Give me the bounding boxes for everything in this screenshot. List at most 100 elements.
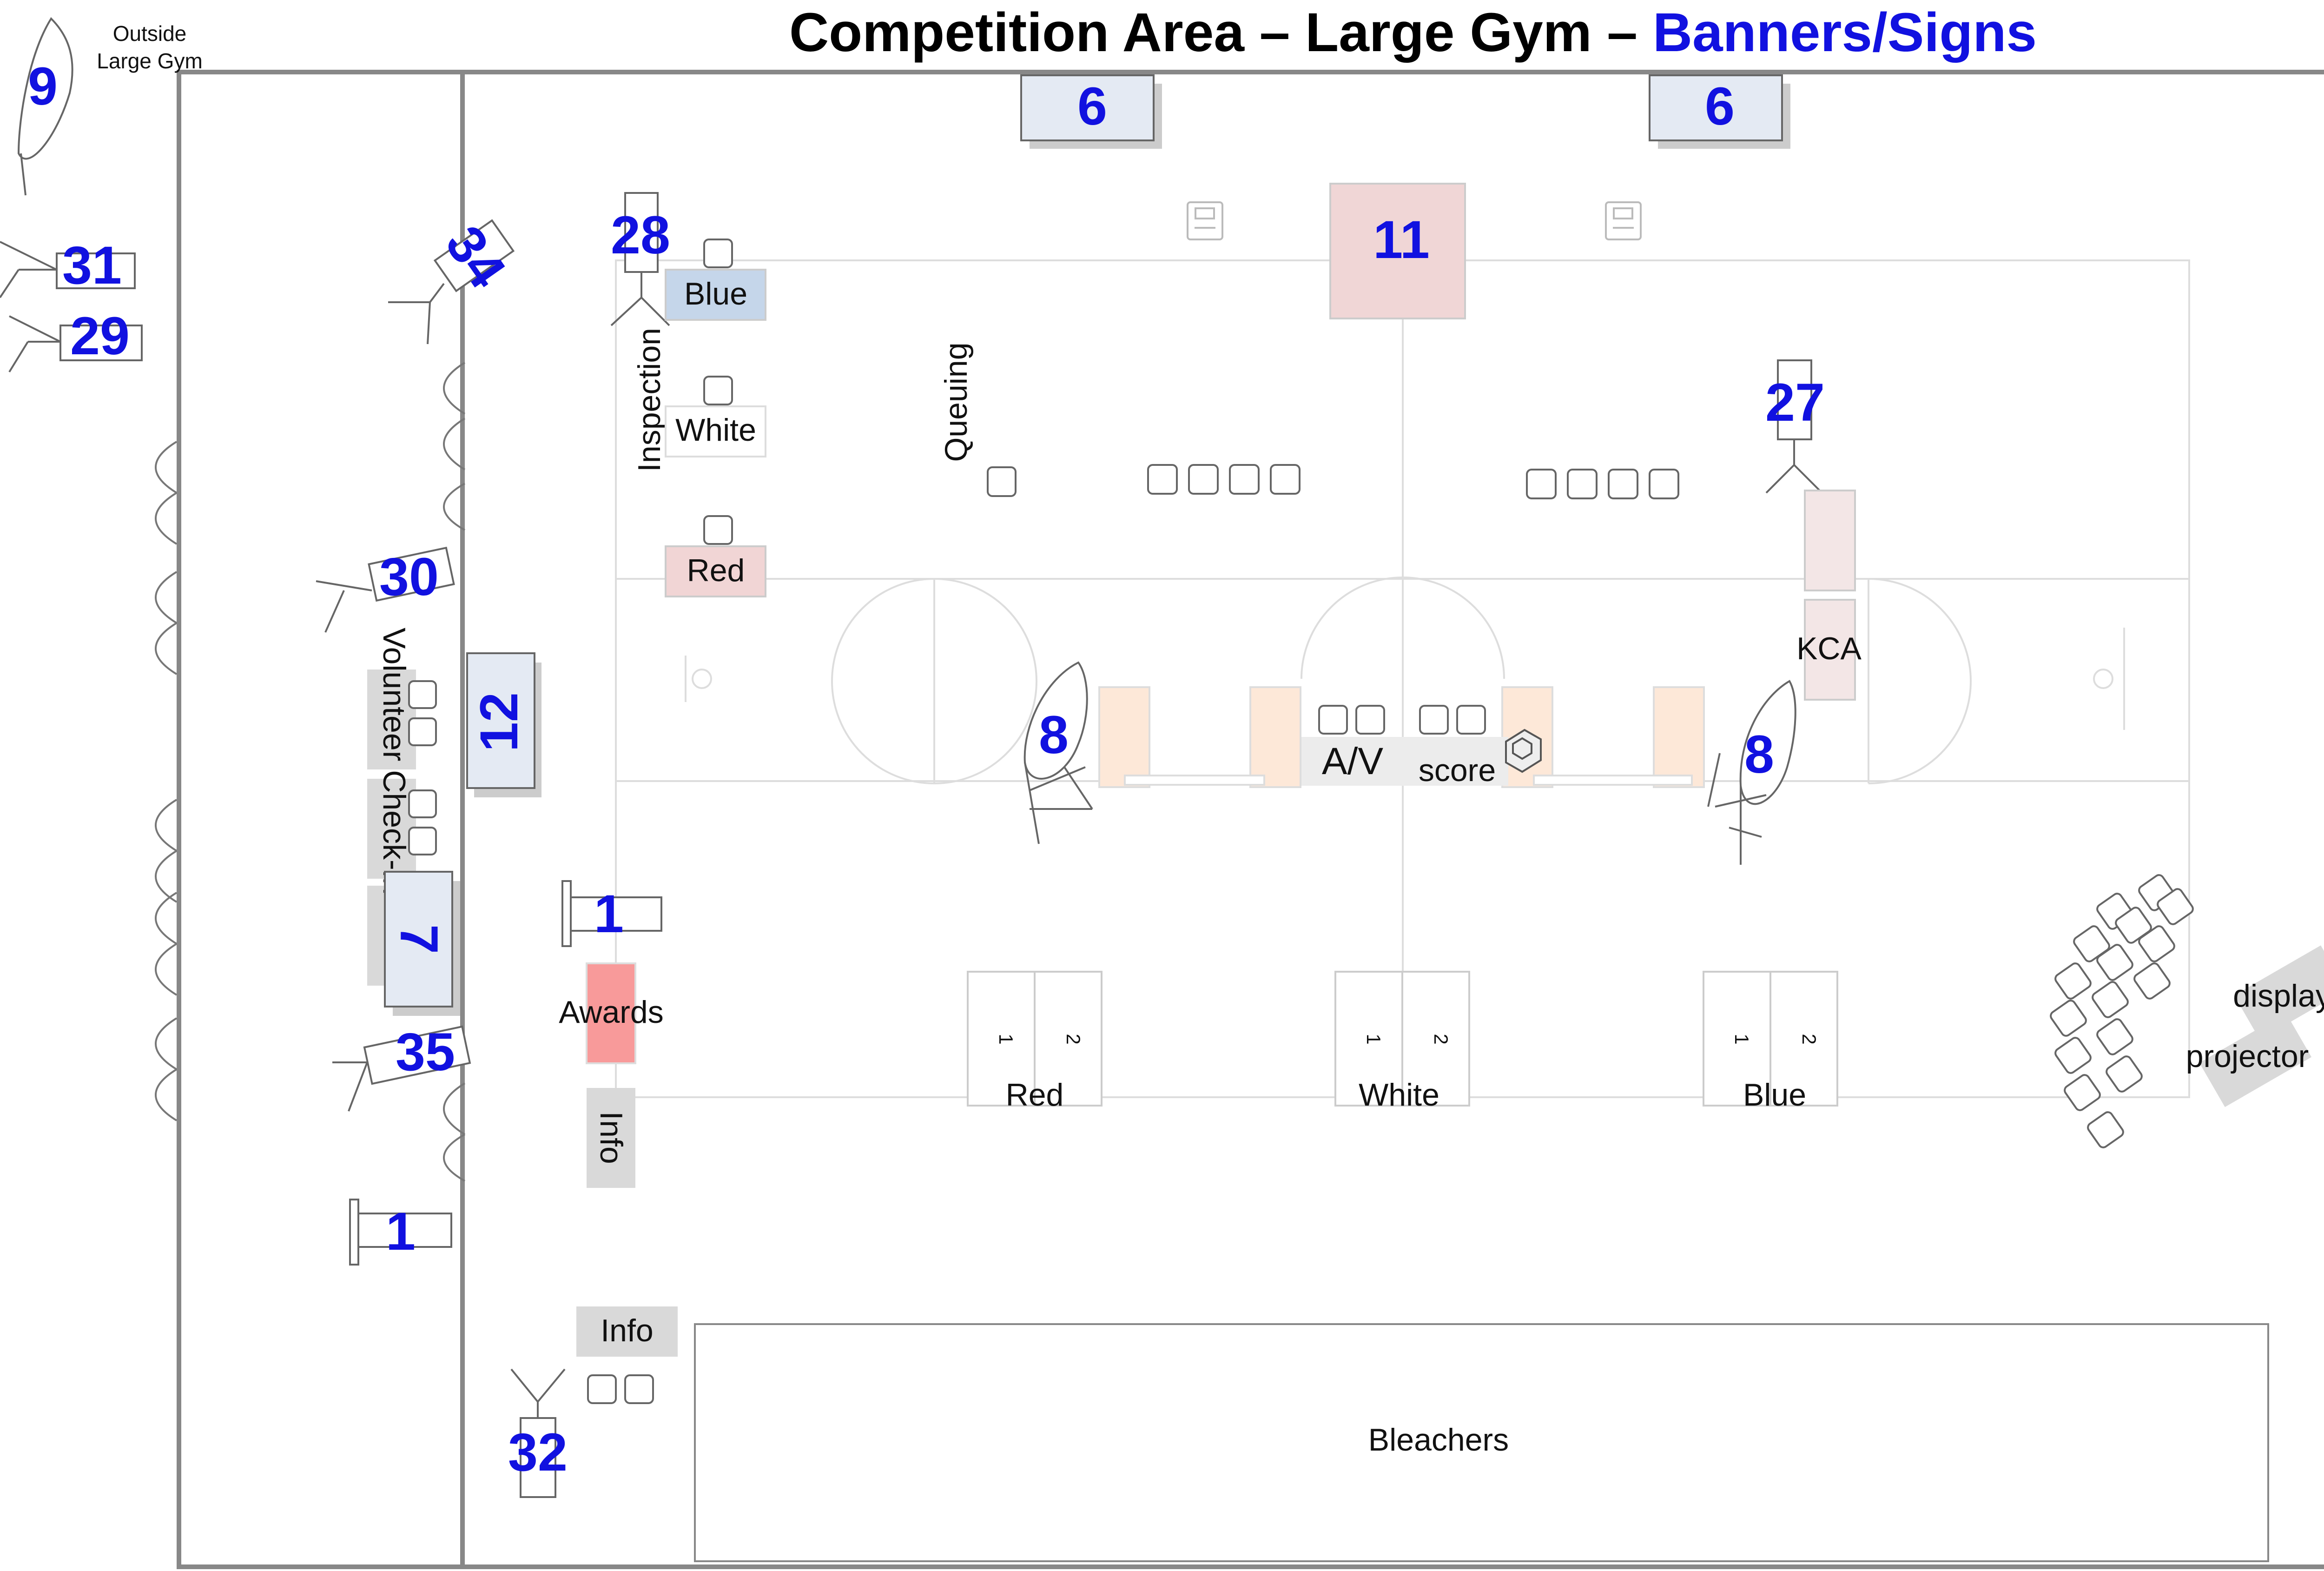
audience-chair <box>2092 981 2129 1018</box>
field-red-label: Red <box>1006 1077 1064 1113</box>
outside-label-line1: Outside <box>113 21 187 46</box>
field-white: 1 2 White <box>1334 971 1470 1113</box>
field-white-label: White <box>1359 1077 1439 1113</box>
audience-chair <box>2054 1037 2092 1074</box>
balloon-string <box>20 153 26 196</box>
banner-11-number: 11 <box>1373 210 1430 270</box>
inspection-red: Red <box>665 545 766 597</box>
sign-30: 30 <box>316 546 455 633</box>
inspection-label: Inspection <box>632 328 667 472</box>
audience-chair <box>2064 1074 2101 1111</box>
sign-12: 12 <box>466 652 541 797</box>
sign-12-number: 12 <box>469 692 529 752</box>
sign-34: 34 <box>388 216 517 345</box>
sign-28-number: 28 <box>611 205 670 265</box>
banner-11: 11 <box>1329 183 1466 319</box>
info-table-bottom: Info <box>576 1306 678 1357</box>
audience-chairs <box>2050 874 2194 1148</box>
queuing-chairs <box>987 464 1679 499</box>
sign-1-awards: 1 <box>561 880 662 947</box>
banner-6-left: 6 <box>1020 74 1162 149</box>
display-label: display <box>2233 978 2324 1014</box>
kca-table: KCA <box>1796 490 1862 701</box>
banner-6-right-number: 6 <box>1705 77 1735 136</box>
audience-chair <box>2096 944 2133 981</box>
computer-icon <box>1505 729 1542 773</box>
volunteer-check-in-label: Volunteer Check-in <box>376 628 412 895</box>
sign-27: 27 <box>1765 359 1825 494</box>
av-label: A/V <box>1322 740 1383 782</box>
sign-28: 28 <box>610 192 670 326</box>
sign-35: 35 <box>332 1022 471 1112</box>
banner-6-left-number: 6 <box>1077 77 1107 136</box>
sign-27-number: 27 <box>1765 373 1825 432</box>
sign-1-corridor-number: 1 <box>386 1202 416 1261</box>
floor-symbols <box>1187 201 1642 240</box>
inspection-chairs <box>703 239 733 545</box>
balloon-shape <box>17 17 73 160</box>
field-blue-label: Blue <box>1743 1077 1806 1113</box>
inspection-white: White <box>665 405 766 457</box>
field-blue-pit-1: 1 <box>1731 1034 1753 1044</box>
sign-1-corridor: 1 <box>349 1199 452 1266</box>
audience-chair <box>2050 1000 2087 1037</box>
outside-label-line2: Large Gym <box>97 49 203 73</box>
bleachers: Bleachers <box>694 1323 2269 1562</box>
inspection-blue: Blue <box>665 269 766 321</box>
title-accent: Banners/Signs <box>1653 2 2037 63</box>
info-bottom-label: Info <box>601 1313 653 1348</box>
audience-chair <box>2133 962 2171 1000</box>
field-white-pit-1: 1 <box>1363 1034 1385 1044</box>
driver-stations <box>1098 686 1705 788</box>
projector: projector <box>2186 1013 2312 1107</box>
sign-29-number: 29 <box>70 306 130 366</box>
sign-8-right-number: 8 <box>1744 725 1774 784</box>
awards-table: Awards <box>559 962 664 1064</box>
audience-chair <box>2054 962 2092 1000</box>
av-score-table: A/V score <box>1301 737 1508 788</box>
inspection-white-label: White <box>675 412 756 448</box>
corridor-doors-left <box>155 441 178 1121</box>
field-red: 1 2 Red <box>967 971 1103 1113</box>
balloon-shape <box>1023 661 1088 780</box>
audience-chair <box>2096 1018 2133 1055</box>
audience-chair <box>2138 925 2175 962</box>
field-white-pit-2: 2 <box>1430 1034 1452 1044</box>
field-red-pit-1: 1 <box>995 1034 1017 1044</box>
sign-31-number: 31 <box>62 236 122 295</box>
inspection-blue-label: Blue <box>684 276 747 312</box>
sign-8-right: 8 <box>1707 680 1796 865</box>
sign-7-number: 7 <box>389 924 449 954</box>
awards-label: Awards <box>559 994 664 1030</box>
sign-31: 31 <box>0 236 136 298</box>
sign-29: 29 <box>8 306 143 373</box>
kca-label: KCA <box>1796 631 1862 666</box>
info-chairs <box>587 1374 654 1404</box>
display-screen: display <box>2233 945 2324 1040</box>
sign-34-number: 34 <box>434 216 517 298</box>
field-red-pit-2: 2 <box>1063 1034 1084 1044</box>
sign-32: 32 <box>508 1368 568 1498</box>
queuing-label: Queuing <box>938 342 974 462</box>
sign-32-number: 32 <box>508 1423 568 1482</box>
field-blue: 1 2 Blue <box>1703 971 1838 1113</box>
info-vertical-label: Info <box>594 1111 629 1164</box>
bleachers-label: Bleachers <box>1368 1422 1509 1458</box>
projector-label: projector <box>2186 1039 2309 1074</box>
gym-walls <box>177 70 2324 1569</box>
audience-chair <box>2157 888 2194 925</box>
banner-6-right: 6 <box>1649 74 1790 149</box>
gym-doors-right-of-corridor <box>443 362 466 1182</box>
title-main: Competition Area – Large Gym – <box>789 2 1653 63</box>
field-barriers <box>1124 775 1693 786</box>
sign-7: 7 <box>384 871 460 1016</box>
av-chairs <box>1318 705 1486 735</box>
inspection-red-label: Red <box>687 553 745 588</box>
sign-9-number: 9 <box>28 57 58 116</box>
audience-chair <box>2087 1111 2124 1148</box>
sign-8-left-number: 8 <box>1039 705 1069 765</box>
field-blue-pit-2: 2 <box>1798 1034 1820 1044</box>
sign-9: 9 <box>17 17 73 196</box>
page-title: Competition Area – Large Gym – Banners/S… <box>789 2 2037 63</box>
